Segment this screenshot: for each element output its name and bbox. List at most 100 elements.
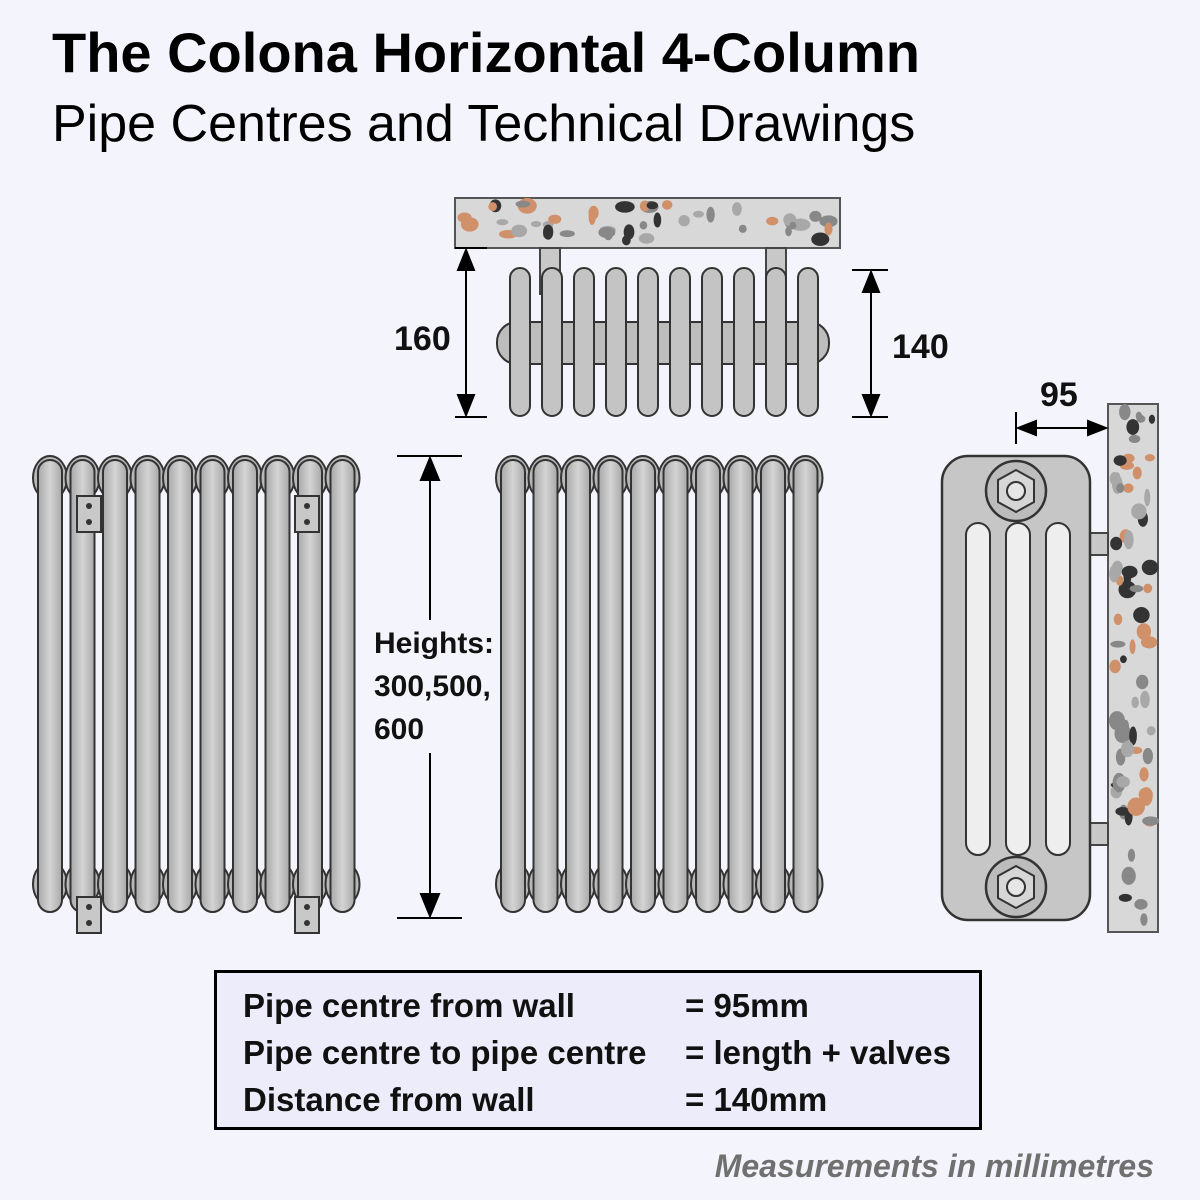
speckle <box>496 219 509 226</box>
front-column-7 <box>695 459 721 913</box>
front-bracket-3 <box>76 896 102 934</box>
front-column-6 <box>199 459 226 913</box>
speckle <box>766 216 779 226</box>
front-column-4 <box>134 459 161 913</box>
speckle <box>1133 606 1150 624</box>
side-view <box>940 403 1160 933</box>
top-column-9 <box>765 267 787 417</box>
top-column-2 <box>541 267 563 417</box>
speckle <box>1148 414 1156 424</box>
front-bracket-bolt-3b <box>86 920 92 926</box>
speckle <box>515 200 531 208</box>
speckle <box>1121 740 1134 758</box>
spec-value-pipe-centre-to-pipe-centre: = length + valves <box>685 1034 951 1071</box>
speckle <box>738 224 747 233</box>
speckle <box>1142 816 1160 826</box>
speckle <box>548 214 562 224</box>
top-view-columns <box>509 267 819 417</box>
speckle <box>1126 419 1140 435</box>
front-view <box>495 455 824 913</box>
side-wall-speckles <box>1108 403 1160 926</box>
speckle <box>1110 640 1126 648</box>
speckle <box>615 201 635 213</box>
side-slot-1 <box>965 522 991 856</box>
speckle <box>1144 454 1155 462</box>
top-wall-speckles <box>457 198 838 246</box>
speckle <box>811 232 830 246</box>
speckle <box>1121 565 1138 579</box>
front-bracket-bolt-4b <box>304 920 310 926</box>
top-column-8 <box>733 267 755 417</box>
front-column-8 <box>264 459 291 913</box>
front-column-5 <box>167 459 193 913</box>
front-column-9 <box>760 459 786 913</box>
front-column-7 <box>232 459 258 913</box>
speckle <box>1127 797 1145 816</box>
top-column-6 <box>669 267 691 417</box>
speckle <box>653 212 662 228</box>
front-bracket-bolt-4a <box>304 904 310 910</box>
dim-label-160: 160 <box>394 320 451 358</box>
speckle <box>559 230 575 238</box>
front-view-rear-with-brackets <box>32 455 361 934</box>
speckle <box>488 202 497 212</box>
speckle <box>789 221 797 230</box>
front-bracket-4 <box>294 896 320 934</box>
front-column-4 <box>597 459 624 913</box>
speckle <box>511 224 528 238</box>
speckle <box>639 221 648 230</box>
top-column-4 <box>605 267 627 417</box>
speckle <box>1143 583 1153 594</box>
front-bracket-2 <box>294 495 320 533</box>
speckle <box>1141 559 1159 576</box>
dimension-140 <box>852 269 888 418</box>
speckle <box>1121 866 1136 885</box>
speckle <box>1108 711 1126 731</box>
speckle <box>1136 623 1152 640</box>
speckle <box>460 217 479 232</box>
speckle <box>646 201 659 210</box>
speckle <box>809 210 822 222</box>
heights-values: 300,500, <box>374 670 491 703</box>
heights-values-2: 600 <box>374 713 425 746</box>
heights-title: Heights: <box>374 627 494 660</box>
side-slot-3 <box>1045 522 1071 856</box>
speckle <box>1138 787 1153 802</box>
front-bracket-bolt-1a <box>86 503 92 509</box>
speckle <box>1116 776 1130 788</box>
speckle <box>1131 503 1147 520</box>
speckle <box>623 224 635 240</box>
speckle <box>1123 483 1134 493</box>
speckle <box>1109 564 1119 583</box>
front-column-10 <box>792 459 819 913</box>
top-column-3 <box>573 267 595 417</box>
speckle <box>732 202 742 216</box>
speckle <box>1119 403 1131 421</box>
front-column-10 <box>329 459 356 913</box>
speckle <box>1127 848 1136 862</box>
front-column-1 <box>500 459 526 913</box>
speckle <box>661 200 673 210</box>
side-slot-2 <box>1005 522 1031 856</box>
dimension-95 <box>1015 412 1109 444</box>
spec-table: Pipe centre from wall = 95mm Pipe centre… <box>214 970 982 1130</box>
speckle <box>1129 585 1144 593</box>
speckle <box>1128 434 1141 444</box>
spec-value-pipe-centre-from-wall: = 95mm <box>685 987 809 1024</box>
top-column-1 <box>509 267 531 417</box>
dim-label-140: 140 <box>892 328 949 366</box>
speckle <box>1123 530 1134 550</box>
front-bracket-1 <box>76 495 102 533</box>
speckle <box>1135 411 1142 421</box>
front-column-5 <box>630 459 656 913</box>
front-column-1 <box>37 459 63 913</box>
page-subtitle: Pipe Centres and Technical Drawings <box>52 95 916 153</box>
speckle <box>1118 580 1137 599</box>
speckle <box>1146 726 1156 736</box>
page-title: The Colona Horizontal 4-Column <box>52 21 920 84</box>
front-bracket-bolt-3a <box>86 904 92 910</box>
front-bracket-bolt-2a <box>304 503 310 509</box>
speckle <box>1140 690 1150 709</box>
speckle <box>692 210 705 218</box>
speckle <box>604 230 613 241</box>
